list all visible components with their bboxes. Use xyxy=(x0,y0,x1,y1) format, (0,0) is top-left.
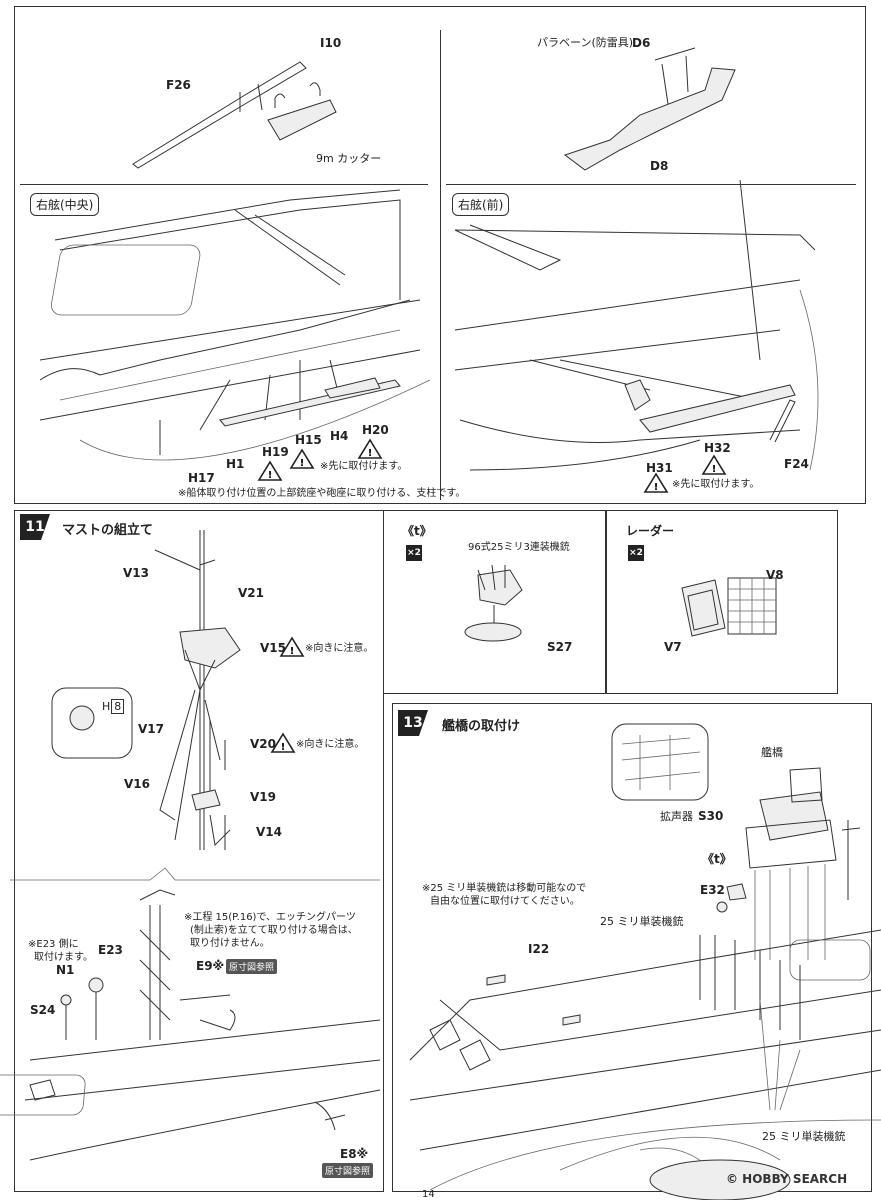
label-i10: I10 xyxy=(320,36,342,50)
label-s30: S30 xyxy=(698,809,724,823)
top-divider xyxy=(440,30,441,500)
step13-title: 艦橋の取付け xyxy=(442,719,521,734)
gun-label: 96式25ミリ3連装機銃 xyxy=(468,542,570,553)
ref-badge-e9: 原寸図参照 xyxy=(226,959,278,974)
label-s24: S24 xyxy=(30,1003,56,1017)
label-h17: H17 xyxy=(188,471,215,485)
single-gun-label: 25 ミリ単装機銃 xyxy=(600,915,684,928)
radar-box-panel xyxy=(606,510,838,694)
label-n1: N1 xyxy=(56,963,75,977)
label-v17: V17 xyxy=(138,722,164,736)
e23-note-1: ※E23 側に xyxy=(28,939,79,950)
label-h31: H31 xyxy=(646,461,673,475)
radar-title: レーダー xyxy=(626,524,675,538)
step13-panel xyxy=(392,703,872,1192)
orient-note-v15: ※向きに注意。 xyxy=(305,643,374,654)
orient-note-v20: ※向きに注意。 xyxy=(296,739,365,750)
etch-note-1: ※工程 15(P.16)で、エッチングパーツ xyxy=(184,912,356,923)
label-e9: E9※ xyxy=(196,959,225,973)
etch-note-3: 取り付けません。 xyxy=(190,938,270,949)
label-v20: V20 xyxy=(250,737,276,751)
subtitle-starboard-forward: 右舷(前) xyxy=(452,193,510,216)
label-v14: V14 xyxy=(256,825,282,839)
label-paravane: パラベーン(防雷具) xyxy=(537,36,634,49)
step13-t: 《t》 xyxy=(702,852,732,866)
x2-badge-radar: ×2 xyxy=(628,545,644,561)
label-e8: E8※ xyxy=(340,1147,369,1161)
loudspeaker-label: 拡声器 xyxy=(660,810,693,823)
x2-badge-t: ×2 xyxy=(406,545,422,561)
label-e32: E32 xyxy=(700,883,725,897)
label-e23: E23 xyxy=(98,943,123,957)
first-note-left: ※先に取付けます。 xyxy=(320,461,408,472)
label-v7: V7 xyxy=(664,640,682,654)
label-h19: H19 xyxy=(262,445,289,459)
footnote-left: ※船体取り付け位置の上部銃座や砲座に取り付ける、支柱です。 xyxy=(178,488,466,499)
label-v8: V8 xyxy=(766,568,784,582)
etch-note-2: (制止索)を立てて取り付ける場合は、 xyxy=(190,925,358,936)
page-number: 14 xyxy=(422,1189,435,1200)
step11-title: マストの組立て xyxy=(62,523,154,538)
label-h1: H1 xyxy=(226,457,245,471)
label-f24: F24 xyxy=(784,457,809,471)
label-i22: I22 xyxy=(528,942,550,956)
step11-panel xyxy=(14,510,384,1192)
t-title: 《t》 xyxy=(402,524,432,538)
bridge-label: 艦橋 xyxy=(761,746,783,759)
e23-note-2: 取付けます。 xyxy=(34,952,93,963)
label-h32: H32 xyxy=(704,441,731,455)
label-v15: V15 xyxy=(260,641,286,655)
subtitle-starboard-middle: 右舷(中央) xyxy=(30,193,100,216)
label-h4: H4 xyxy=(330,429,349,443)
label-d8: D8 xyxy=(650,159,669,173)
label-h15: H15 xyxy=(295,433,322,447)
label-d6: D6 xyxy=(632,36,651,50)
mid-divider-right xyxy=(446,184,856,185)
label-v19: V19 xyxy=(250,790,276,804)
label-v16: V16 xyxy=(124,777,150,791)
step11-number: 11 xyxy=(20,514,50,540)
label-f26: F26 xyxy=(166,78,191,92)
label-v21: V21 xyxy=(238,586,264,600)
watermark: © HOBBY SEARCH xyxy=(726,1172,848,1186)
first-note-right: ※先に取付けます。 xyxy=(672,479,760,490)
radar-array xyxy=(727,577,777,635)
mid-divider-left xyxy=(20,184,428,185)
label-h20: H20 xyxy=(362,423,389,437)
single-gun-label-bottom: 25 ミリ単装機銃 xyxy=(762,1130,846,1143)
detail-letter: H xyxy=(102,700,111,713)
step13-note-2: 自由な位置に取付けてください。 xyxy=(430,896,580,907)
label-s27: S27 xyxy=(547,640,573,654)
gun-mounts xyxy=(699,883,801,1040)
label-cutter: 9m カッター xyxy=(316,152,382,165)
ref-badge-e8: 原寸図参照 xyxy=(322,1163,374,1178)
step13-note-1: ※25 ミリ単装機銃は移動可能なので xyxy=(422,883,587,894)
detail-number: 8 xyxy=(111,699,125,714)
label-v13: V13 xyxy=(123,566,149,580)
